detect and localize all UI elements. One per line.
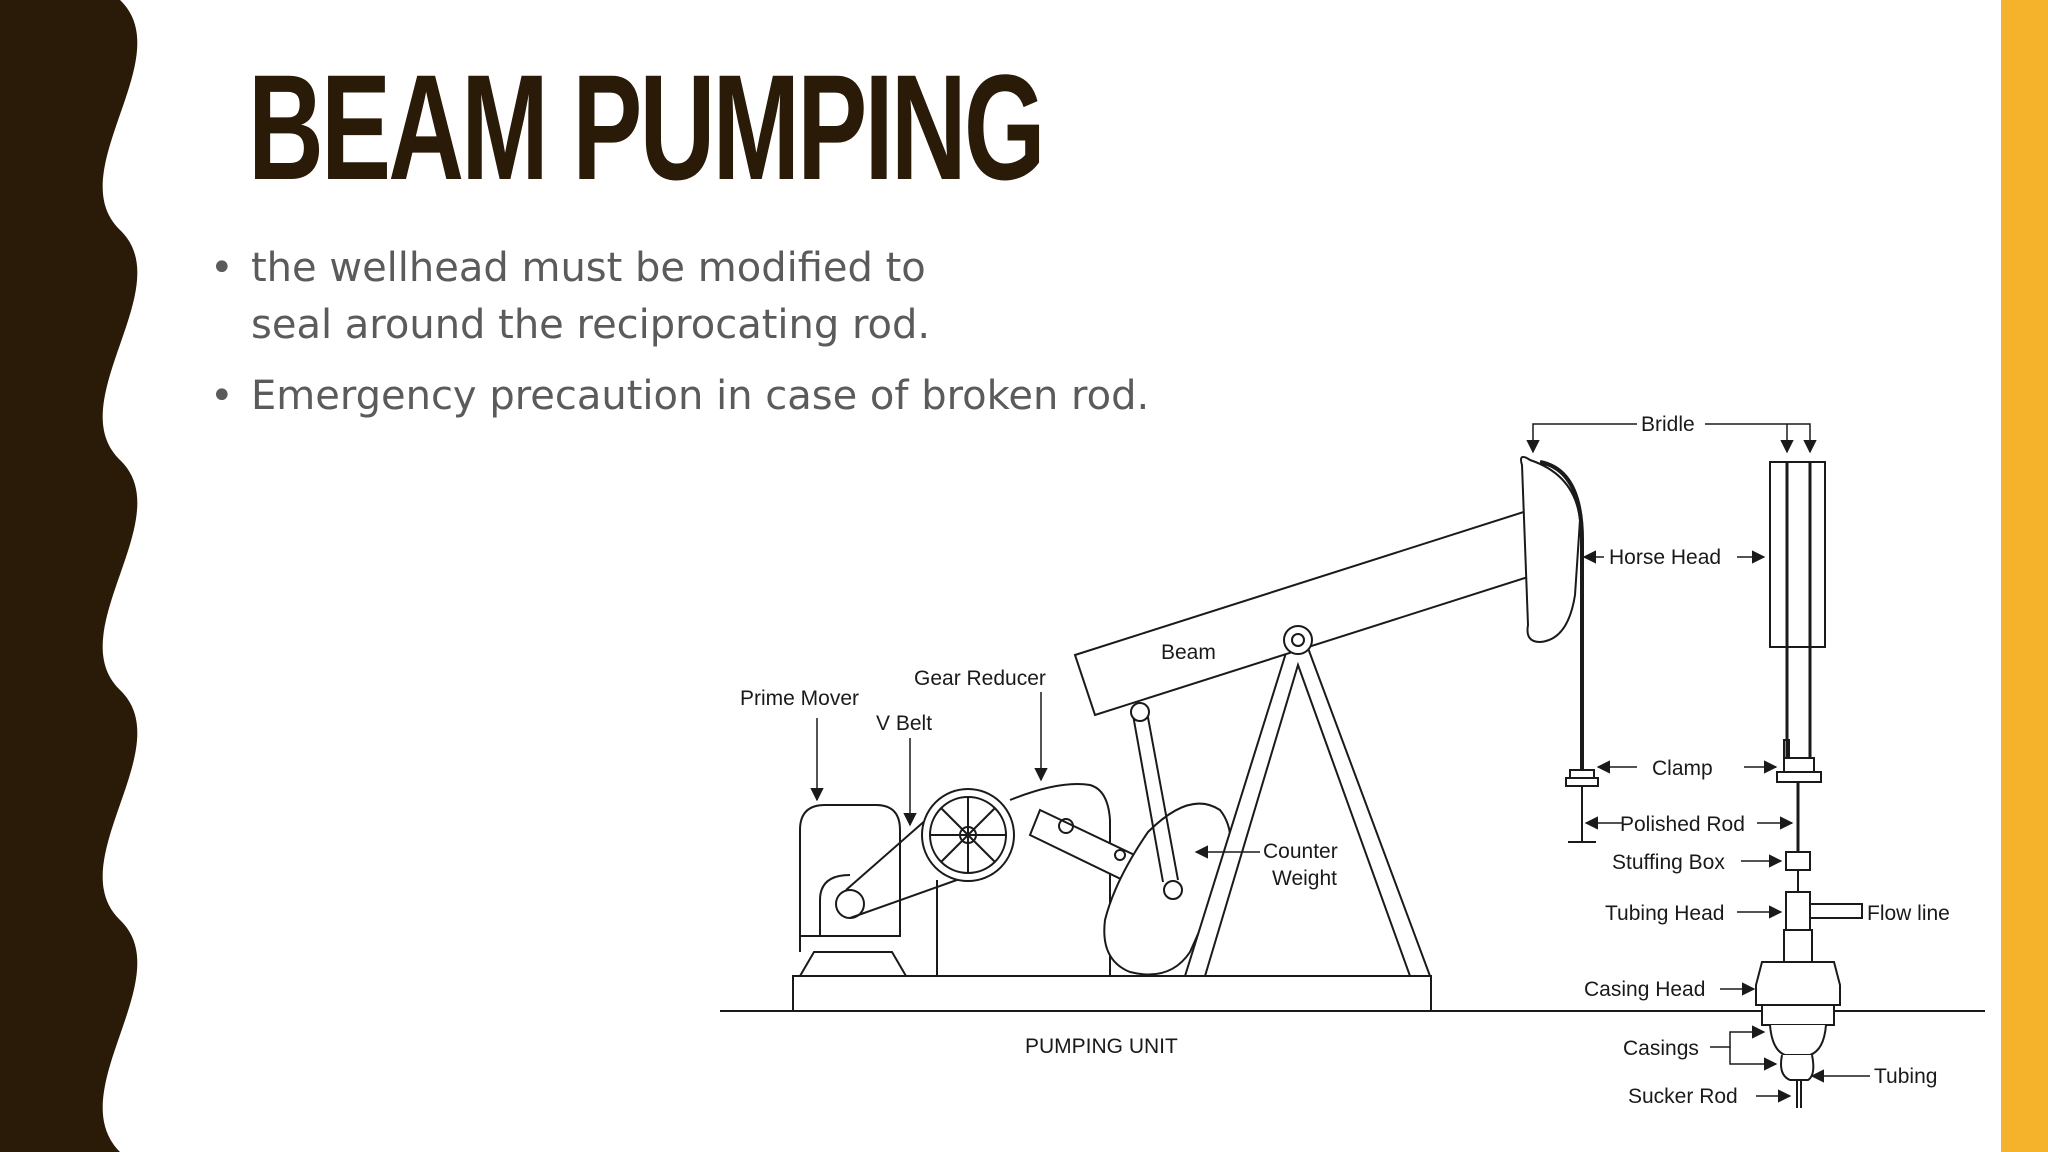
bullet-item: • Emergency precaution in case of broken… xyxy=(210,368,1149,425)
label-horse-head: Horse Head xyxy=(1609,546,1721,569)
label-tubing-head: Tubing Head xyxy=(1605,902,1724,925)
prime-mover-motor xyxy=(798,804,908,977)
gear-reducer-housing xyxy=(936,783,1111,976)
samson-post xyxy=(1183,639,1432,977)
wellhead-stack xyxy=(1755,851,1863,1108)
label-beam: Beam xyxy=(1161,641,1216,664)
label-casing-head: Casing Head xyxy=(1584,978,1705,1001)
pitman-arm-left xyxy=(1132,714,1164,883)
wavy-left-border xyxy=(0,0,138,1152)
bridle-cable xyxy=(1539,460,1584,770)
label-counter: Counter xyxy=(1263,840,1338,863)
equalizer-bearing xyxy=(1130,702,1150,722)
pitman-arm-right xyxy=(1146,711,1179,881)
label-v-belt: V Belt xyxy=(876,712,932,735)
label-gear-reducer: Gear Reducer xyxy=(914,667,1046,690)
bullet-text: the wellhead must be modified to seal ar… xyxy=(251,245,931,348)
bullet-text: Emergency precaution in case of broken r… xyxy=(251,373,1150,419)
label-prime-mover: Prime Mover xyxy=(740,687,859,710)
left-clamp xyxy=(1565,769,1599,843)
right-accent-bar xyxy=(2001,0,2048,1152)
label-weight: Weight xyxy=(1272,867,1337,890)
label-tubing: Tubing xyxy=(1874,1065,1937,1088)
bullet-marker: • xyxy=(210,245,234,291)
label-flow-line: Flow line xyxy=(1867,902,1950,925)
bullet-list: • the wellhead must be modified to seal … xyxy=(210,240,1149,439)
saddle-bearing xyxy=(1283,625,1313,655)
label-polished-rod: Polished Rod xyxy=(1620,813,1745,836)
right-clamp xyxy=(1776,739,1822,783)
label-sucker-rod: Sucker Rod xyxy=(1628,1085,1738,1108)
bullet-marker: • xyxy=(210,373,234,419)
label-casings: Casings xyxy=(1623,1037,1699,1060)
horse-head xyxy=(1520,455,1582,644)
diagram-caption: PUMPING UNIT xyxy=(1025,1035,1178,1058)
sheave-wheel xyxy=(921,788,1015,882)
label-bridle: Bridle xyxy=(1641,413,1695,436)
bridle-sheath xyxy=(1769,461,1826,648)
slide-title: BEAM PUMPING xyxy=(248,43,1046,211)
bullet-item: • the wellhead must be modified to seal … xyxy=(210,240,1011,354)
label-stuffing-box: Stuffing Box xyxy=(1612,851,1725,874)
skid-base xyxy=(792,975,1432,1012)
label-clamp: Clamp xyxy=(1652,757,1713,780)
